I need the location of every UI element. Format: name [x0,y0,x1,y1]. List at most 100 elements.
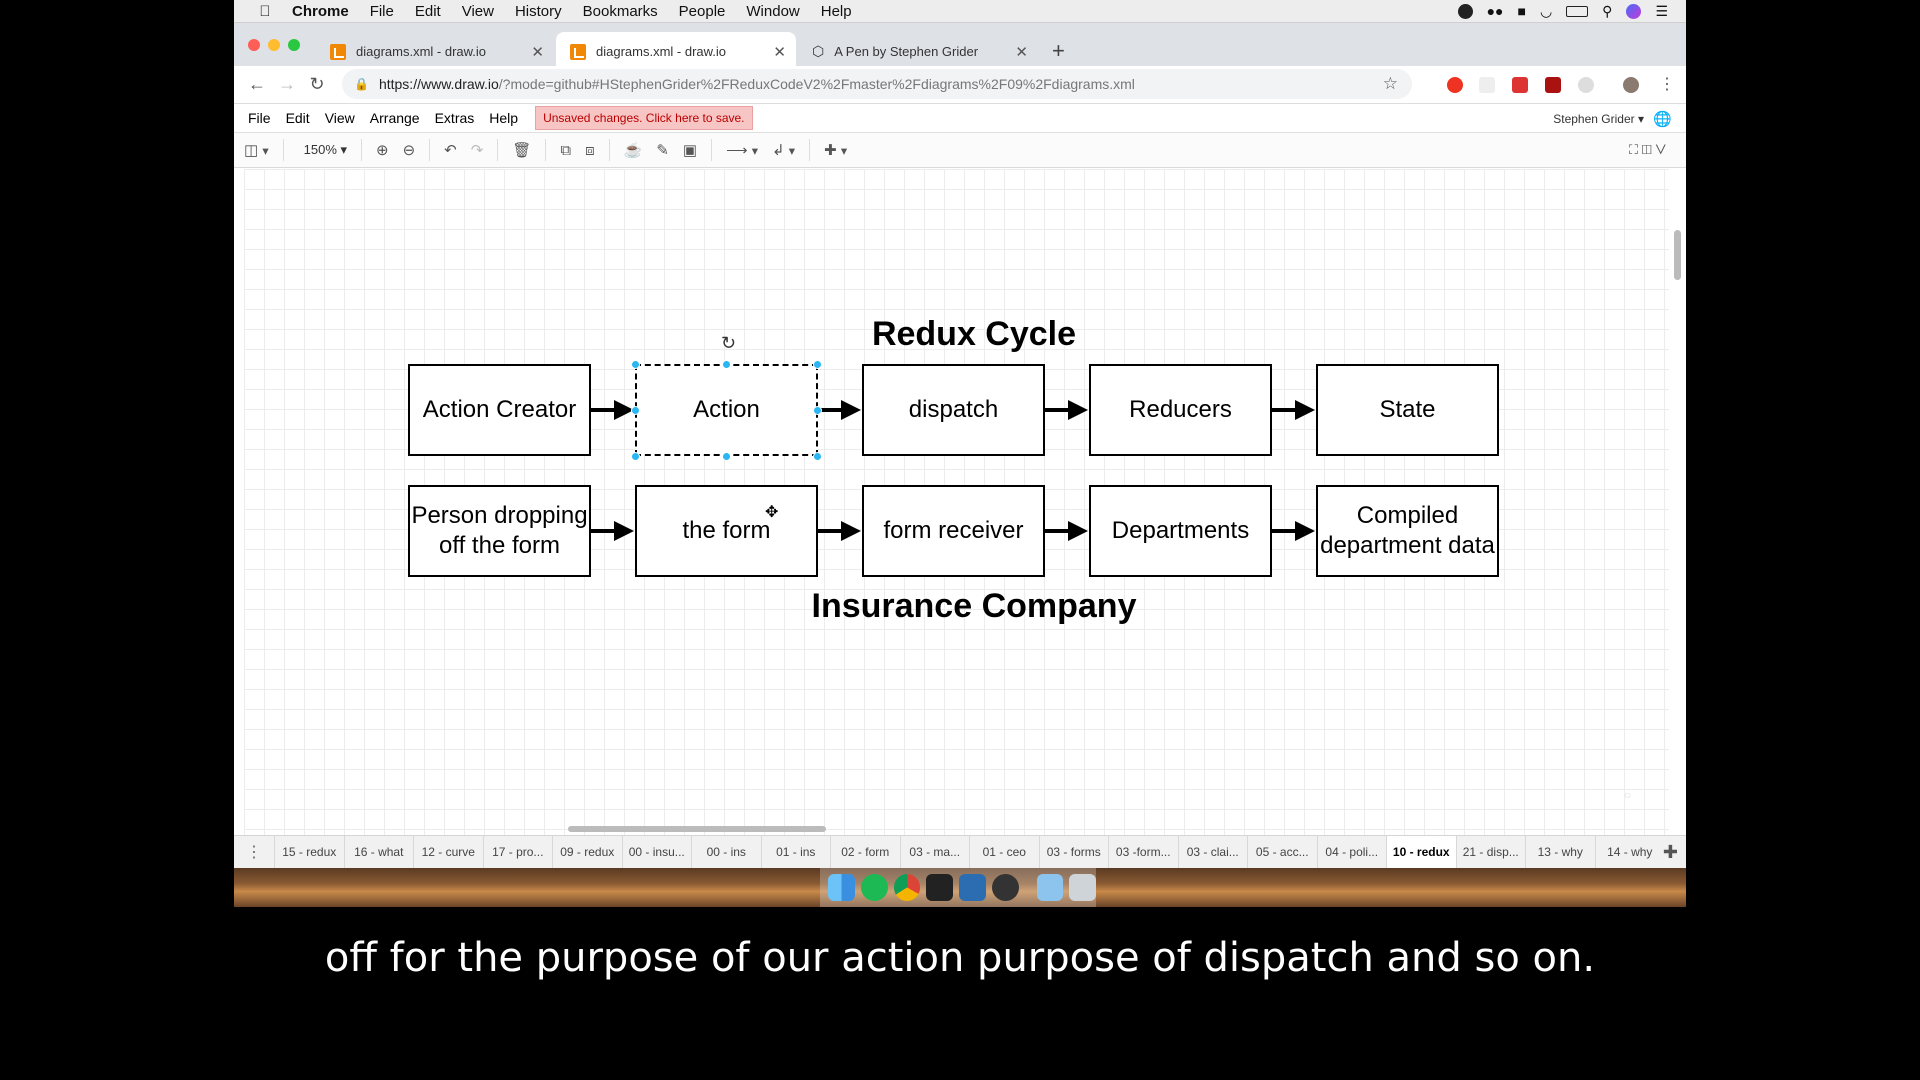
node-the-form[interactable]: the form [635,485,818,577]
fullscreen-icon[interactable]: ⛶ ◫ ⋁ [1628,142,1666,157]
line-color-icon[interactable]: ✎ [656,142,669,159]
reload-icon[interactable]: ↻ [309,74,325,94]
zoom-out-icon[interactable]: ⊖ [402,142,416,159]
diagram-title-redux-cycle[interactable]: Redux Cycle [871,315,1077,353]
record-icon[interactable] [1457,3,1473,19]
menu-app-name[interactable]: Chrome [292,2,349,20]
chrome-icon[interactable] [893,874,921,901]
notification-center-icon[interactable]: ☰ [1655,2,1668,19]
obs-icon[interactable] [991,874,1019,901]
arrow-connector[interactable] [818,521,861,541]
page-tab[interactable]: 01 - ins [760,835,831,869]
opera-extension-icon[interactable] [1447,77,1463,93]
page-tab[interactable]: 16 - what [343,835,414,869]
tab-codepen[interactable]: ⬡ A Pen by Stephen Grider ✕ [798,32,1038,71]
resize-handle[interactable] [631,452,640,461]
new-tab-icon[interactable]: + [1052,38,1065,63]
menu-bookmarks[interactable]: Bookmarks [582,2,658,20]
apple-icon[interactable]:  [254,3,276,20]
page-tab-active[interactable]: 10 - redux [1386,835,1456,869]
to-front-icon[interactable]: ⧉ [560,141,572,159]
zoom-select[interactable]: 150% ▾ [303,142,348,157]
siri-icon[interactable] [1626,3,1642,19]
node-form-receiver[interactable]: form receiver [862,485,1045,577]
drawio-menu-edit[interactable]: Edit [285,110,310,126]
node-state[interactable]: State [1316,364,1499,456]
connection-icon[interactable]: ⟶ ▾ [726,142,759,159]
arrow-connector[interactable] [1272,400,1315,420]
page-tab[interactable]: 15 - redux [274,835,344,869]
page-tab[interactable]: 04 - poli... [1316,835,1387,869]
window-close-icon[interactable] [248,39,260,51]
user-name[interactable]: Stephen Grider ▾ [1553,112,1644,126]
shadow-icon[interactable]: ▣ [682,142,698,159]
css-extension-icon[interactable] [1479,77,1495,93]
profile-avatar-icon[interactable] [1623,77,1639,93]
drawio-menu-help[interactable]: Help [489,110,519,126]
page-tab[interactable]: 02 - form [830,835,900,869]
page-tab[interactable]: 21 - disp... [1455,835,1526,869]
close-icon[interactable]: ✕ [531,43,544,61]
docker-icon[interactable]: ■ [1517,3,1526,19]
resize-handle[interactable] [722,360,731,369]
spotify-icon[interactable] [860,874,888,901]
delete-icon[interactable]: 🗑 [512,142,532,159]
address-bar[interactable]: 🔒 https://www.draw.io/?mode=github#HStep… [342,69,1412,99]
page-tab[interactable]: 00 - insu... [621,835,692,869]
menu-people[interactable]: People [678,2,726,20]
drawio-menu-extras[interactable]: Extras [434,110,475,126]
close-icon[interactable]: ✕ [1015,43,1028,61]
drawio-menu-file[interactable]: File [248,110,271,126]
resize-handle[interactable] [813,406,822,415]
arrow-connector[interactable] [1045,400,1088,420]
pages-menu-icon[interactable]: ⋮ [246,844,262,861]
trash-icon[interactable] [1069,874,1096,901]
arrow-connector[interactable] [591,400,634,420]
resize-handle[interactable] [722,452,731,461]
menu-window[interactable]: Window [746,2,800,20]
insert-icon[interactable]: ✚ ▾ [824,142,848,159]
downloads-folder-icon[interactable] [1036,874,1064,901]
node-reducers[interactable]: Reducers [1089,364,1272,456]
close-icon[interactable]: ✕ [773,43,786,61]
undo-icon[interactable]: ↶ [444,142,457,159]
horizontal-scrollbar[interactable] [568,826,826,832]
extension-red-icon[interactable] [1512,77,1528,93]
to-back-icon[interactable]: ⧈ [585,141,595,159]
node-action-creator[interactable]: Action Creator [408,364,591,456]
menu-view[interactable]: View [461,2,494,20]
battery-icon[interactable] [1566,5,1589,17]
format-panel-icon[interactable]: ◫ ▾ [244,142,269,159]
diagram-title-insurance-company[interactable]: Insurance Company [811,587,1137,625]
page-tab[interactable]: 05 - acc... [1247,835,1317,869]
node-dispatch[interactable]: dispatch [862,364,1045,456]
arrow-connector[interactable] [591,521,634,541]
fill-color-icon[interactable]: ☕ [623,142,643,159]
window-minimize-icon[interactable] [268,39,280,51]
node-departments[interactable]: Departments [1089,485,1272,577]
unsaved-changes-banner[interactable]: Unsaved changes. Click here to save. [535,106,753,130]
resize-handle[interactable] [631,360,640,369]
menu-help[interactable]: Help [820,2,852,20]
page-tab[interactable]: 03 -form... [1108,835,1178,869]
add-page-icon[interactable]: ✚ [1662,842,1678,862]
node-person-dropping-off[interactable]: Person dropping off the form [408,485,591,577]
page-tab[interactable]: 14 - why [1594,835,1665,869]
arrow-connector[interactable] [1272,521,1315,541]
terminal-icon[interactable] [926,874,953,901]
drawing-canvas[interactable]: Redux Cycle Action Creator Action dispat… [244,169,1669,835]
extension-grey-icon[interactable] [1578,77,1594,93]
page-tab[interactable]: 13 - why [1525,835,1595,869]
tab-diagrams-2[interactable]: diagrams.xml - draw.io ✕ [556,32,796,71]
menu-history[interactable]: History [514,2,562,20]
menu-file[interactable]: File [369,2,394,20]
redo-icon[interactable]: ↷ [470,142,484,159]
menu-edit[interactable]: Edit [414,2,441,20]
resize-handle[interactable] [813,360,822,369]
wifi-icon[interactable]: ◡ [1539,2,1553,19]
page-tab[interactable]: 17 - pro... [482,835,553,869]
arrow-connector[interactable] [818,400,861,420]
page-tab[interactable]: 00 - ins [691,835,761,869]
spotlight-icon[interactable]: ⚲ [1602,2,1613,19]
drawio-menu-view[interactable]: View [324,110,355,126]
